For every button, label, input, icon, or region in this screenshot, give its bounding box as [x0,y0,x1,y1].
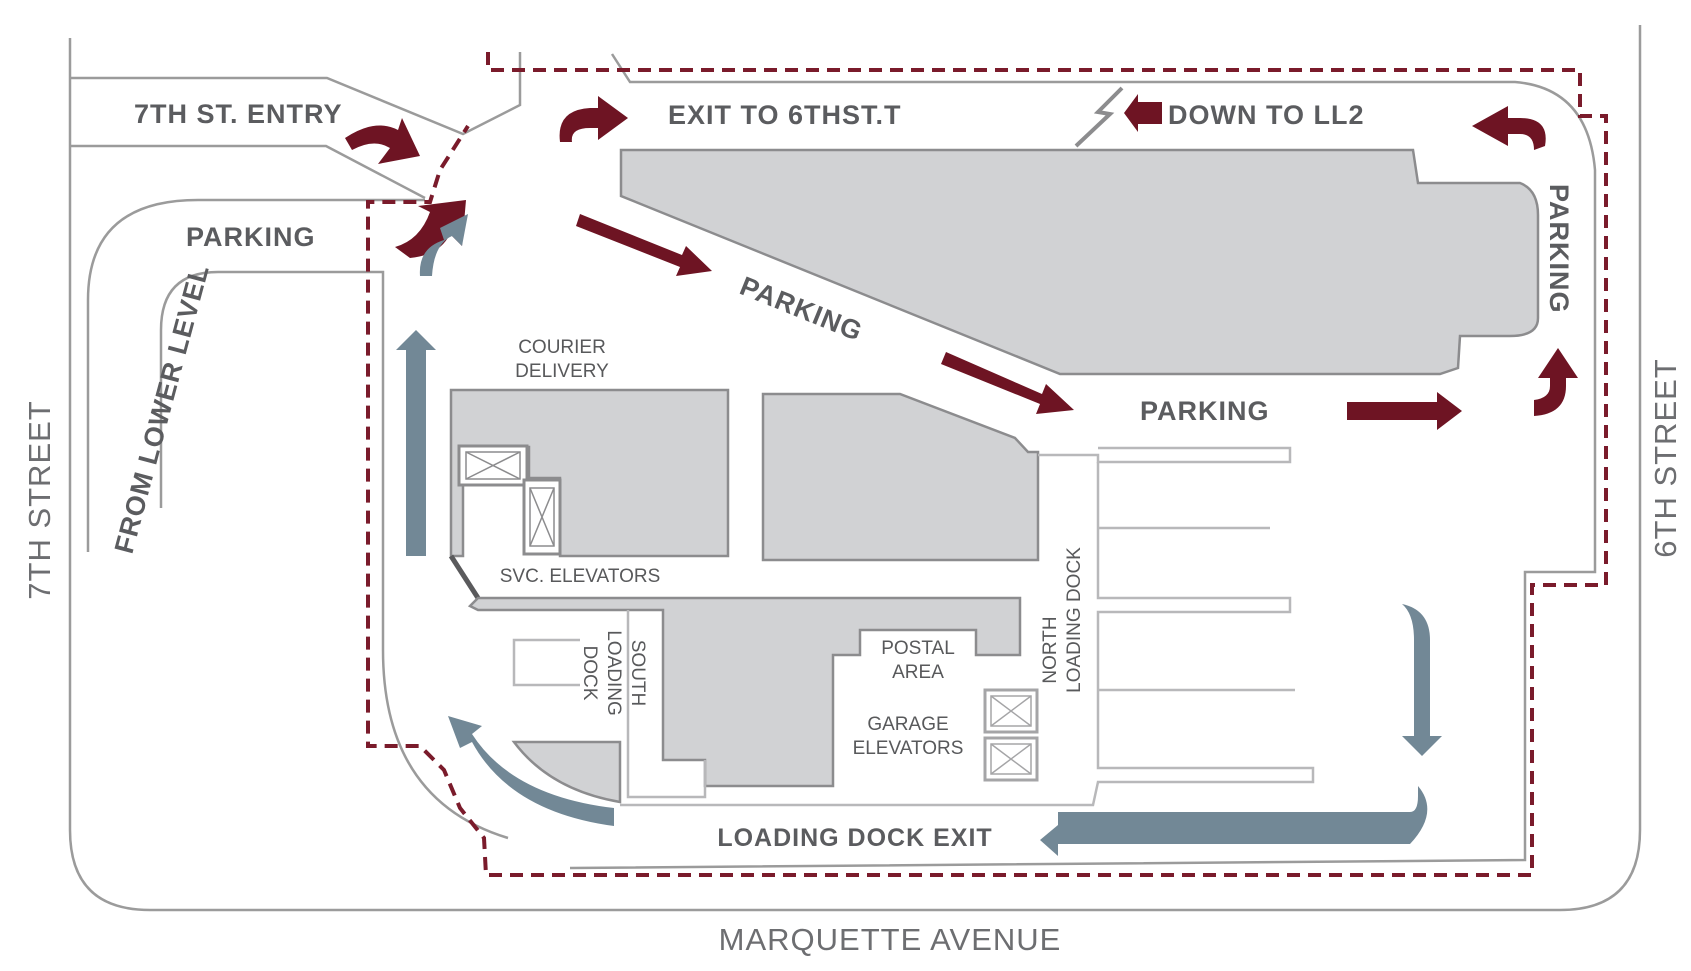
site-outline [68,25,1642,912]
north-dock-label-line1: NORTH [1040,616,1061,683]
street-label-7th: 7TH STREET [22,400,57,599]
loading-dock-exit-arrow-icon [1040,786,1428,856]
postal-label-line2: AREA [892,662,944,683]
down-ll2-label: DOWN TO LL2 [1168,100,1365,130]
exit-6th-label: EXIT TO 6THST.T [668,100,902,130]
east-arrow-icon [1347,392,1462,430]
south-dock-label-line2: LOADING [603,630,624,716]
diagonal-arrow-2-icon [941,352,1074,414]
south-dock-label-line3: DOCK [579,646,600,701]
garage-elevator-icon [983,688,1039,782]
diagonal-arrow-1-icon [576,214,712,276]
center-block [761,392,1040,562]
ramp-break-mark [1074,86,1124,148]
courier-delivery-block [449,388,730,558]
north-dock-down-arrow-icon [1402,604,1442,756]
south-dock-bay [626,610,707,799]
sw-corner-block [511,740,622,804]
sw-curve-arrow-icon [448,716,614,826]
parking-center-label: PARKING [1140,396,1270,426]
entry-road [70,52,1597,870]
entry-label: 7TH ST. ENTRY [134,99,343,129]
parking-island [619,148,1540,376]
north-loading-dock-stalls [620,446,1315,807]
from-lower-level-label: FROM LOWER LEVEL [109,261,215,557]
outbound-arrows [396,214,1442,856]
street-label-marquette: MARQUETTE AVENUE [719,922,1062,957]
loading-dock-exit-label: LOADING DOCK EXIT [717,824,992,852]
parking-west-label: PARKING [186,222,316,252]
exit-6th-arrow-icon [559,96,628,142]
garage-label-line1: GARAGE [867,714,948,735]
south-dock-label-line1: SOUTH [627,640,648,707]
north-dock-label-line2: LOADING DOCK [1064,547,1085,693]
inbound-arrows [345,94,1578,430]
exit-up-turn-arrow-icon [419,214,468,276]
down-ll2-arrow-icon [1124,94,1162,132]
svc-elevators-label: SVC. ELEVATORS [500,566,661,587]
courier-label-line1: COURIER [518,337,606,358]
courier-label-line2: DELIVERY [515,361,609,382]
postal-label-line1: POSTAL [881,638,955,659]
entry-curve-arrow-icon [345,118,420,164]
parking-east-label: PARKING [1544,184,1574,314]
south-dock-stall [512,638,580,687]
postal-block [467,596,1022,788]
street-label-6th: 6TH STREET [1648,358,1683,557]
west-up-arrow-icon [396,330,436,556]
garage-label-line2: ELEVATORS [853,738,964,759]
ramp-edge [448,554,481,600]
entry-turn-arrow-icon [395,200,466,258]
east-up-arrow-icon [1534,348,1578,416]
ne-turn-arrow-icon [1472,106,1546,150]
svc-elevator-icon [457,444,562,556]
